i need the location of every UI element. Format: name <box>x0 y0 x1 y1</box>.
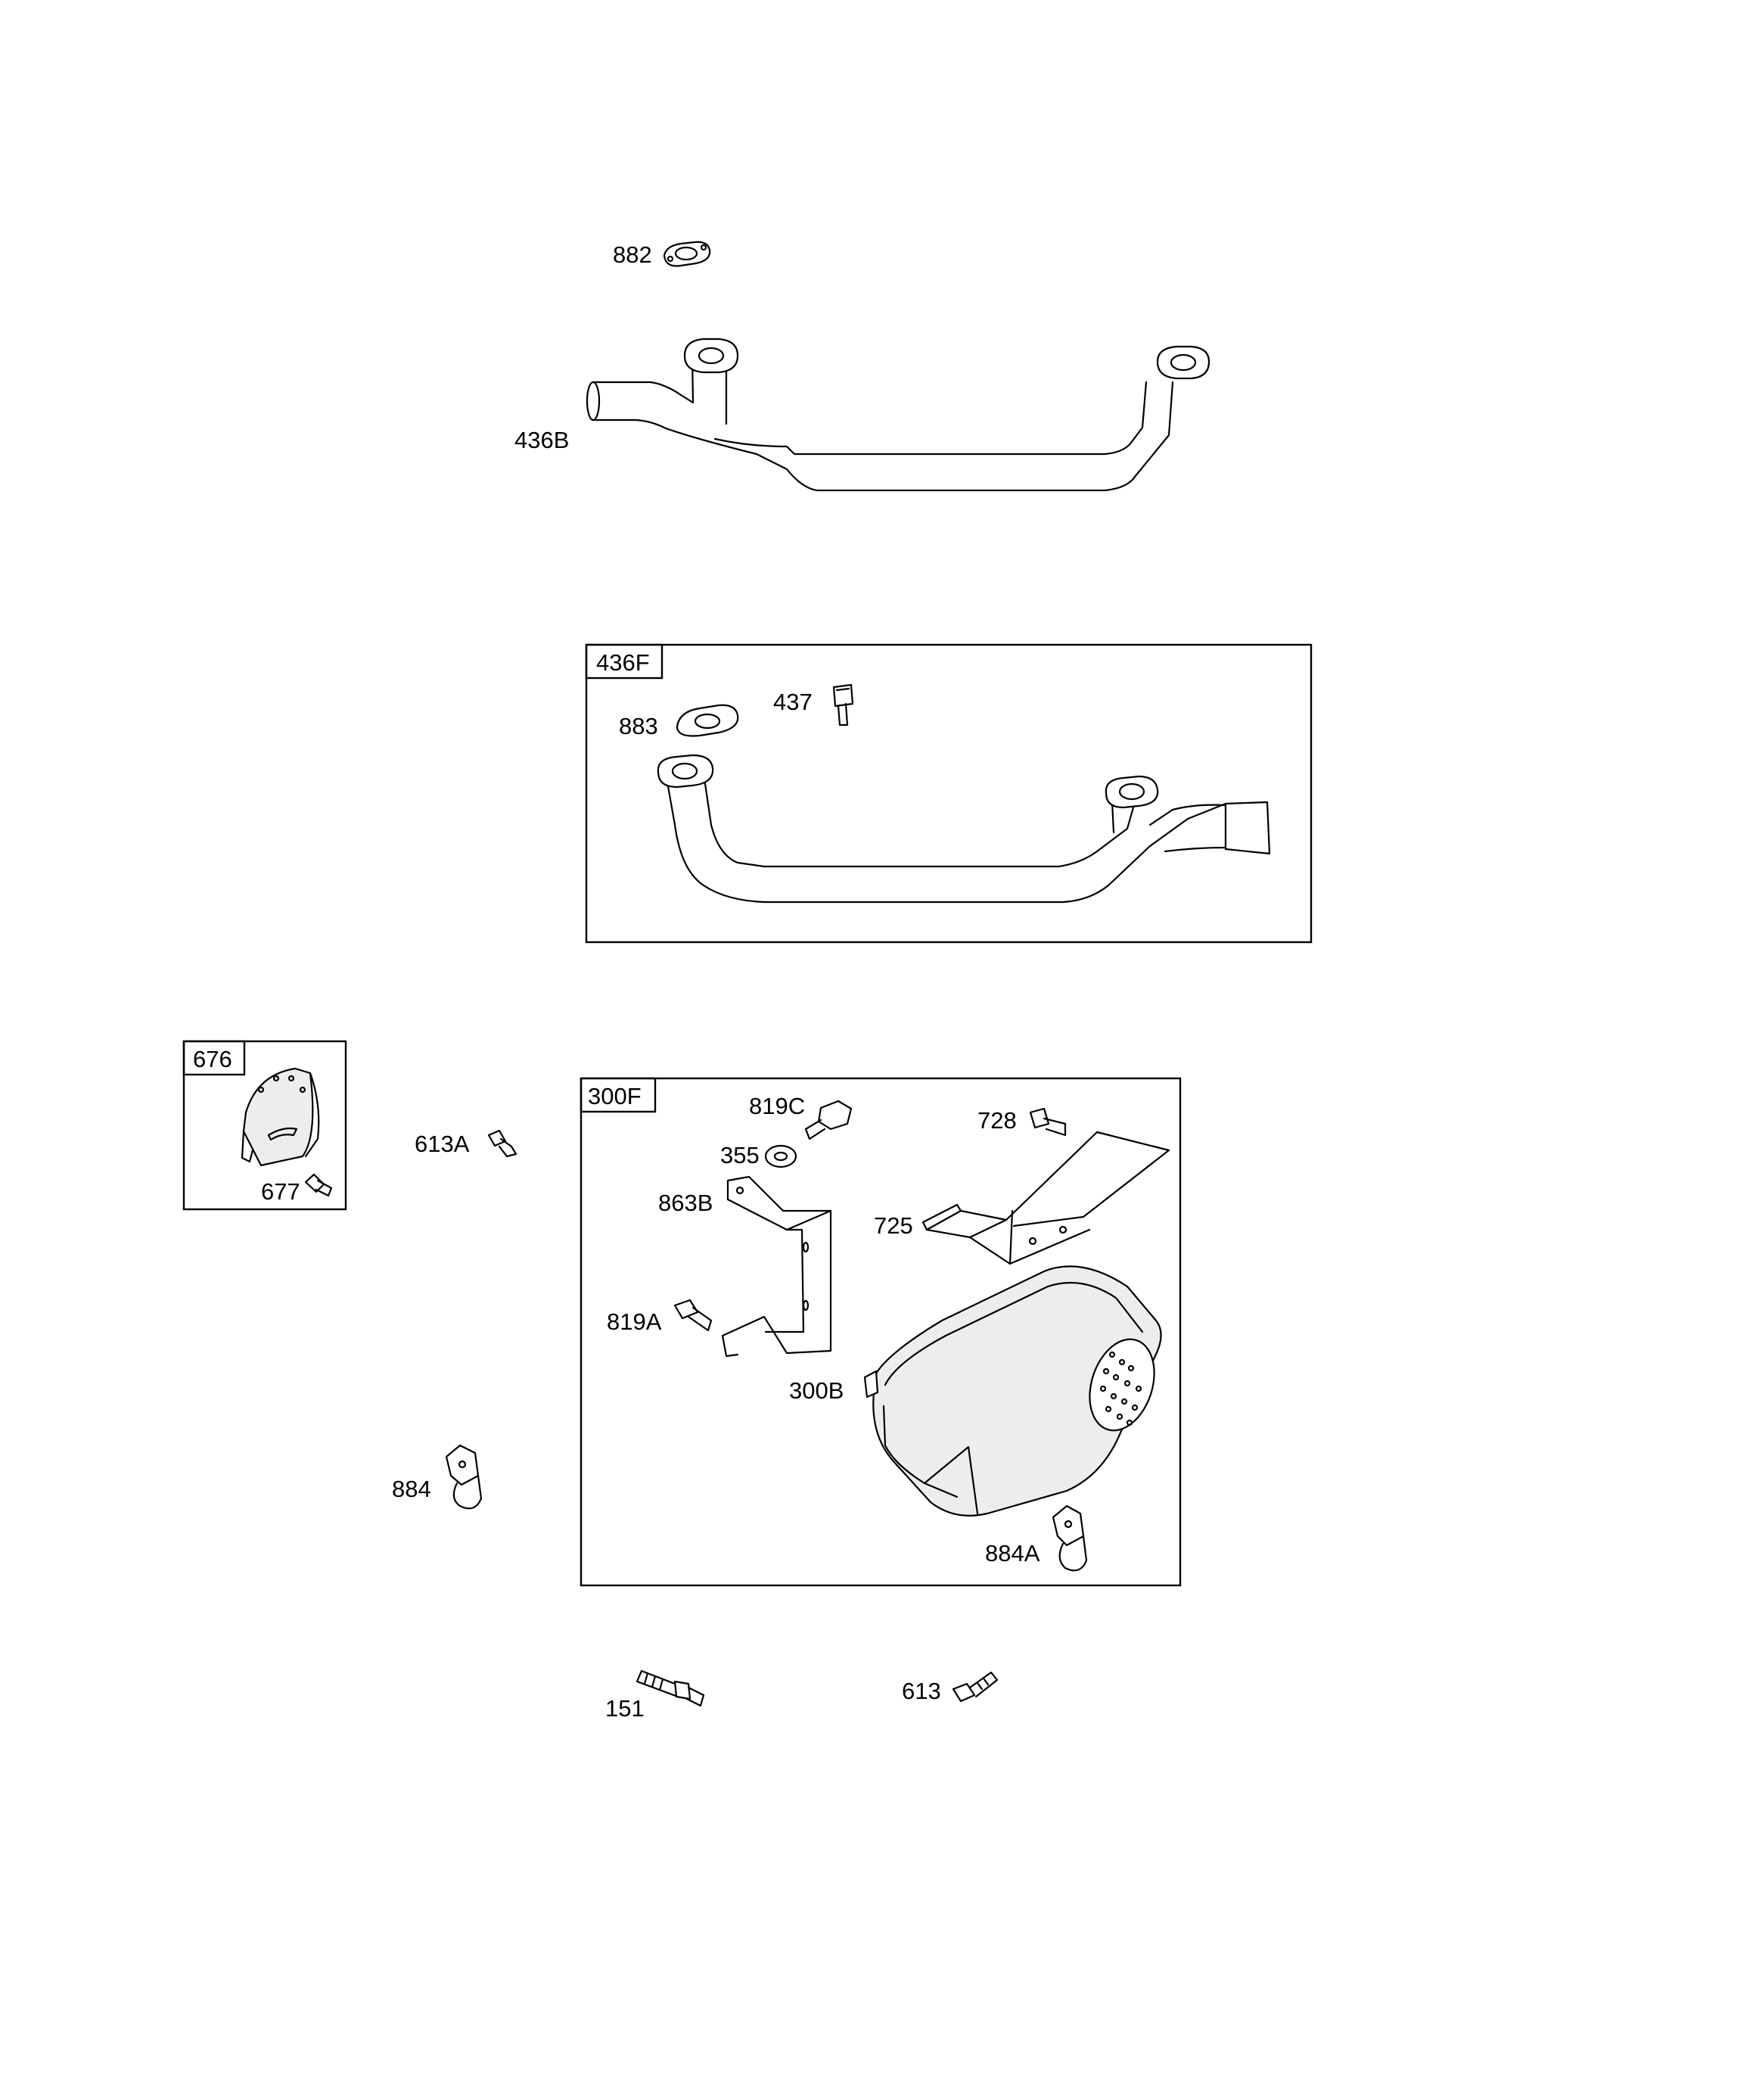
label-884A: 884A <box>985 1540 1040 1566</box>
muffler-300B-part <box>863 1265 1162 1517</box>
label-725: 725 <box>874 1212 913 1239</box>
screw-613-part <box>952 1671 999 1703</box>
kit-box-676 <box>182 1040 347 1211</box>
washer-355-part <box>764 1144 797 1168</box>
label-613: 613 <box>902 1678 941 1704</box>
label-728: 728 <box>977 1107 1017 1134</box>
label-883: 883 <box>619 713 658 739</box>
screw-677-part <box>304 1173 333 1197</box>
bracket-863B-part <box>721 1175 832 1358</box>
heat-shield-676-part <box>241 1067 320 1167</box>
kit-label-box-676 <box>182 1040 246 1076</box>
kit-label-box-436F <box>585 643 664 680</box>
bolt-728-part <box>1029 1107 1067 1137</box>
label-300F: 300F <box>588 1083 642 1109</box>
label-819A: 819A <box>607 1308 662 1335</box>
label-355: 355 <box>720 1142 760 1168</box>
bolt-819A-part <box>673 1299 713 1332</box>
gasket-883-part <box>676 704 739 737</box>
label-151: 151 <box>605 1695 645 1722</box>
screw-613A-part <box>487 1129 517 1158</box>
label-613A: 613A <box>415 1131 470 1157</box>
label-882: 882 <box>613 241 652 268</box>
stud-151-part <box>636 1669 705 1707</box>
clamp-884-part <box>445 1444 483 1510</box>
label-437: 437 <box>773 689 813 715</box>
kit-box-436F <box>585 643 1313 944</box>
label-300B: 300B <box>789 1377 844 1404</box>
label-863B: 863B <box>658 1190 713 1216</box>
exhaust-pipe-436F-part <box>657 754 1271 904</box>
heat-shield-725-part <box>921 1131 1170 1265</box>
screw-437-part <box>832 683 854 726</box>
kit-label-box-300F <box>580 1077 657 1113</box>
label-676: 676 <box>193 1046 232 1072</box>
clamp-884A-part <box>1052 1504 1088 1572</box>
label-819C: 819C <box>749 1093 805 1119</box>
label-436F: 436F <box>596 649 650 676</box>
label-884: 884 <box>392 1476 431 1502</box>
label-677: 677 <box>261 1178 300 1205</box>
bolt-819C-part <box>804 1100 853 1140</box>
label-436B: 436B <box>514 427 569 453</box>
gasket-882-part <box>663 241 711 267</box>
kit-box-300F <box>580 1077 1182 1587</box>
exhaust-pipe-436B-part <box>586 338 1210 492</box>
